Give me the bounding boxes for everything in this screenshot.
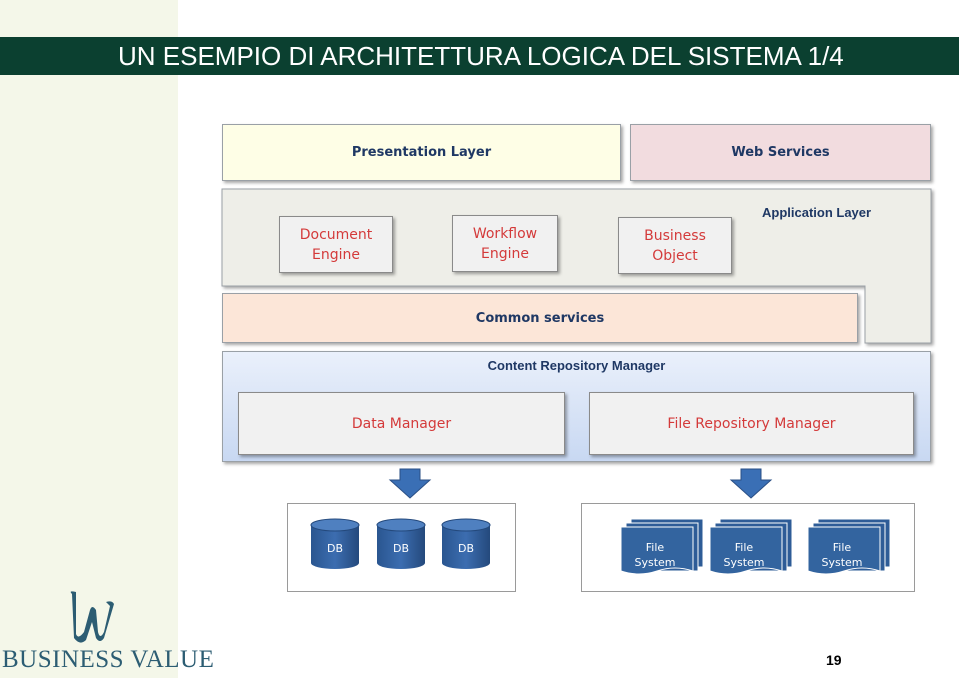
- arrow-down-icon: [388, 468, 432, 499]
- application-layer-label: Application Layer: [762, 205, 872, 220]
- database-icon: DB: [376, 518, 426, 569]
- file-system-icon: File System: [807, 518, 891, 575]
- file-system-line2: System: [821, 556, 862, 569]
- workflow-engine-line1: Workflow: [472, 225, 538, 242]
- business-object-line1: Business: [644, 227, 706, 244]
- presentation-layer-label: Presentation Layer: [351, 145, 492, 160]
- file-system-icon: File System: [709, 518, 793, 575]
- logo-text: BUSINESS VALUE: [2, 646, 215, 673]
- page-number: 19: [826, 652, 842, 668]
- arrow-down-icon: [729, 468, 773, 499]
- database-icon: DB: [310, 518, 360, 569]
- logo-mark-icon: [70, 591, 114, 643]
- title-bar: [0, 37, 959, 75]
- file-system-line2: System: [634, 556, 675, 569]
- business-object-line2: Object: [652, 247, 698, 264]
- data-manager-label: Data Manager: [351, 415, 452, 432]
- common-services-box: Common services: [222, 293, 858, 343]
- business-object-box: Business Object: [618, 217, 732, 274]
- file-system-line1: File: [735, 541, 754, 554]
- database-label: DB: [393, 542, 409, 555]
- document-engine-box: Document Engine: [279, 216, 393, 273]
- file-system-group: File System File System File System: [620, 518, 891, 575]
- data-manager-box: Data Manager: [238, 392, 565, 455]
- file-repository-manager-label: File Repository Manager: [667, 415, 836, 432]
- presentation-layer-box: Presentation Layer: [222, 124, 621, 181]
- web-services-label: Web Services: [731, 145, 830, 160]
- file-system-line2: System: [723, 556, 764, 569]
- document-engine-line2: Engine: [312, 246, 360, 263]
- file-repository-manager-box: File Repository Manager: [589, 392, 914, 455]
- web-services-box: Web Services: [630, 124, 931, 181]
- common-services-label: Common services: [475, 310, 605, 326]
- file-system-icon: File System: [620, 518, 704, 575]
- workflow-engine-line2: Engine: [481, 245, 529, 262]
- workflow-engine-box: Workflow Engine: [452, 215, 558, 272]
- slide-title: UN ESEMPIO DI ARCHITETTURA LOGICA DEL SI…: [118, 41, 844, 71]
- file-system-line1: File: [646, 541, 665, 554]
- database-icon: DB: [441, 518, 491, 569]
- left-strip: [0, 0, 178, 678]
- company-logo: [0, 588, 178, 678]
- file-system-line1: File: [833, 541, 852, 554]
- database-group: DB DB DB: [310, 518, 491, 569]
- database-label: DB: [458, 542, 474, 555]
- document-engine-line1: Document: [299, 226, 373, 243]
- database-label: DB: [327, 542, 343, 555]
- content-repository-manager-label: Content Repository Manager: [487, 358, 666, 373]
